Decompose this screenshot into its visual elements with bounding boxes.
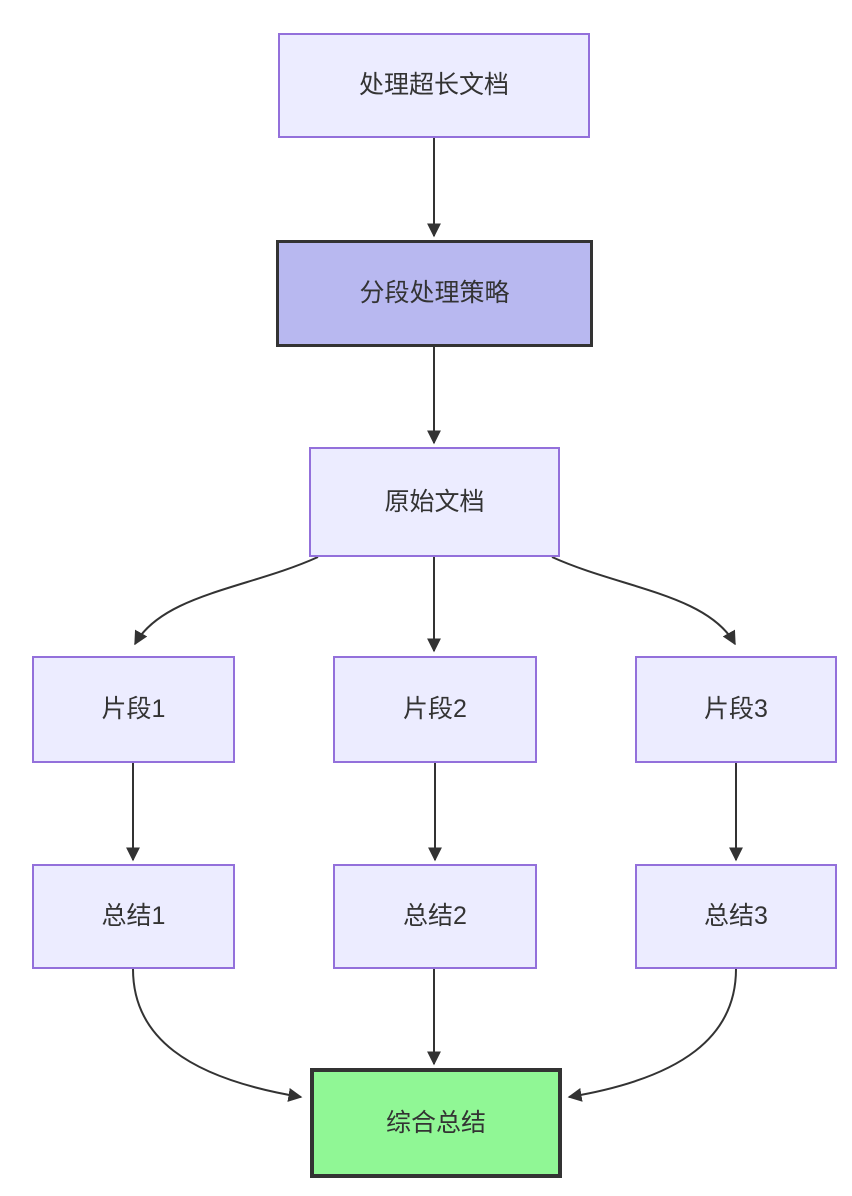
node-final-summary-label: 综合总结	[385, 1108, 486, 1137]
node-final-summary: 综合总结	[310, 1068, 562, 1178]
node-fragment2: 片段2	[333, 656, 537, 763]
node-summary3-label: 总结3	[704, 902, 768, 931]
node-fragment2-label: 片段2	[403, 695, 467, 724]
node-fragment3-label: 片段3	[704, 695, 768, 724]
node-summary2-label: 总结2	[403, 902, 467, 931]
node-original-doc-label: 原始文档	[384, 487, 485, 516]
node-fragment3: 片段3	[635, 656, 837, 763]
node-original-doc: 原始文档	[309, 447, 560, 557]
edge-summary3-to-final-summary	[567, 968, 737, 1102]
node-process-long-doc-label: 处理超长文档	[358, 71, 509, 100]
node-summary3: 总结3	[635, 864, 837, 969]
node-summary1: 总结1	[32, 864, 235, 969]
node-process-long-doc: 处理超长文档	[278, 33, 590, 138]
edge-summary1-to-final-summary	[132, 968, 303, 1102]
node-strategy: 分段处理策略	[276, 240, 593, 347]
edge-original-doc-to-fragment3	[551, 556, 736, 646]
node-summary1-label: 总结1	[101, 902, 166, 931]
node-fragment1-label: 片段1	[101, 695, 166, 724]
node-strategy-label: 分段处理策略	[359, 279, 510, 308]
edge-original-doc-to-fragment1	[134, 556, 319, 646]
node-summary2: 总结2	[333, 864, 537, 969]
node-fragment1: 片段1	[32, 656, 235, 763]
